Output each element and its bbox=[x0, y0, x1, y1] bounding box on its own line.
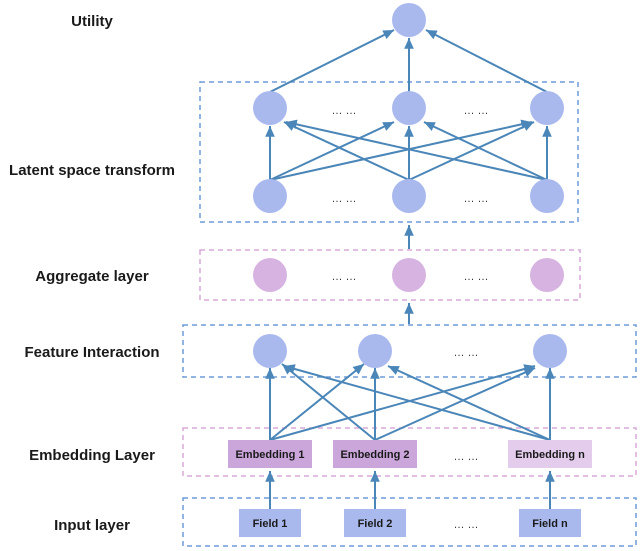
field-box-1 bbox=[239, 509, 301, 537]
utility-node bbox=[392, 3, 426, 37]
latent-top-ellipsis-1: … … bbox=[331, 105, 356, 117]
latent-bottom-node-2 bbox=[392, 179, 426, 213]
latent-top-ellipsis-2: … … bbox=[463, 105, 488, 117]
interaction-label: Feature Interaction bbox=[24, 344, 159, 361]
aggregate-frame bbox=[199, 249, 581, 301]
latent-bottom-node-n bbox=[530, 179, 564, 213]
latent-bottom-ellipsis-1: … … bbox=[331, 193, 356, 205]
latent-frame bbox=[199, 81, 579, 223]
utility-label: Utility bbox=[71, 13, 113, 30]
interaction-node-1 bbox=[253, 334, 287, 368]
interaction-node-2 bbox=[358, 334, 392, 368]
latent-bottom-ellipsis-2: … … bbox=[463, 193, 488, 205]
embedding-box-n bbox=[508, 440, 592, 468]
embedding-ellipsis: … … bbox=[453, 451, 478, 463]
input-frame bbox=[182, 497, 637, 547]
field-edges bbox=[265, 471, 555, 509]
embedding-frame bbox=[182, 427, 637, 477]
embedding-box-1 bbox=[228, 440, 312, 468]
embedding-layer-label: Embedding Layer bbox=[29, 447, 155, 464]
field-label-2: Field 2 bbox=[358, 518, 393, 530]
latent-edges bbox=[265, 119, 552, 181]
field-box-2 bbox=[344, 509, 406, 537]
latent-label: Latent space transform bbox=[9, 162, 175, 179]
embedding-label-2: Embedding 2 bbox=[340, 449, 409, 461]
latent-top-node-n bbox=[530, 91, 564, 125]
aggregate-ellipsis-2: … … bbox=[463, 271, 488, 283]
aggregate-ellipsis-1: … … bbox=[331, 271, 356, 283]
interaction-node-n bbox=[533, 334, 567, 368]
field-box-n bbox=[519, 509, 581, 537]
aggregate-label: Aggregate layer bbox=[35, 268, 149, 285]
embedding-box-2 bbox=[333, 440, 417, 468]
latent-bottom-node-1 bbox=[253, 179, 287, 213]
aggregate-node-1 bbox=[253, 258, 287, 292]
field-label-n: Field n bbox=[532, 518, 568, 530]
latent-top-node-2 bbox=[392, 91, 426, 125]
aggregate-node-2 bbox=[392, 258, 426, 292]
utility-edges bbox=[269, 29, 548, 93]
interaction-frame bbox=[182, 324, 637, 378]
interaction-ellipsis: … … bbox=[453, 347, 478, 359]
interaction-edges bbox=[265, 363, 555, 441]
input-ellipsis: … … bbox=[453, 519, 478, 531]
embedding-label-n: Embedding n bbox=[515, 449, 585, 461]
input-label: Input layer bbox=[54, 517, 130, 534]
field-label-1: Field 1 bbox=[253, 518, 288, 530]
latent-top-node-1 bbox=[253, 91, 287, 125]
aggregate-node-n bbox=[530, 258, 564, 292]
embedding-label-1: Embedding 1 bbox=[235, 449, 304, 461]
